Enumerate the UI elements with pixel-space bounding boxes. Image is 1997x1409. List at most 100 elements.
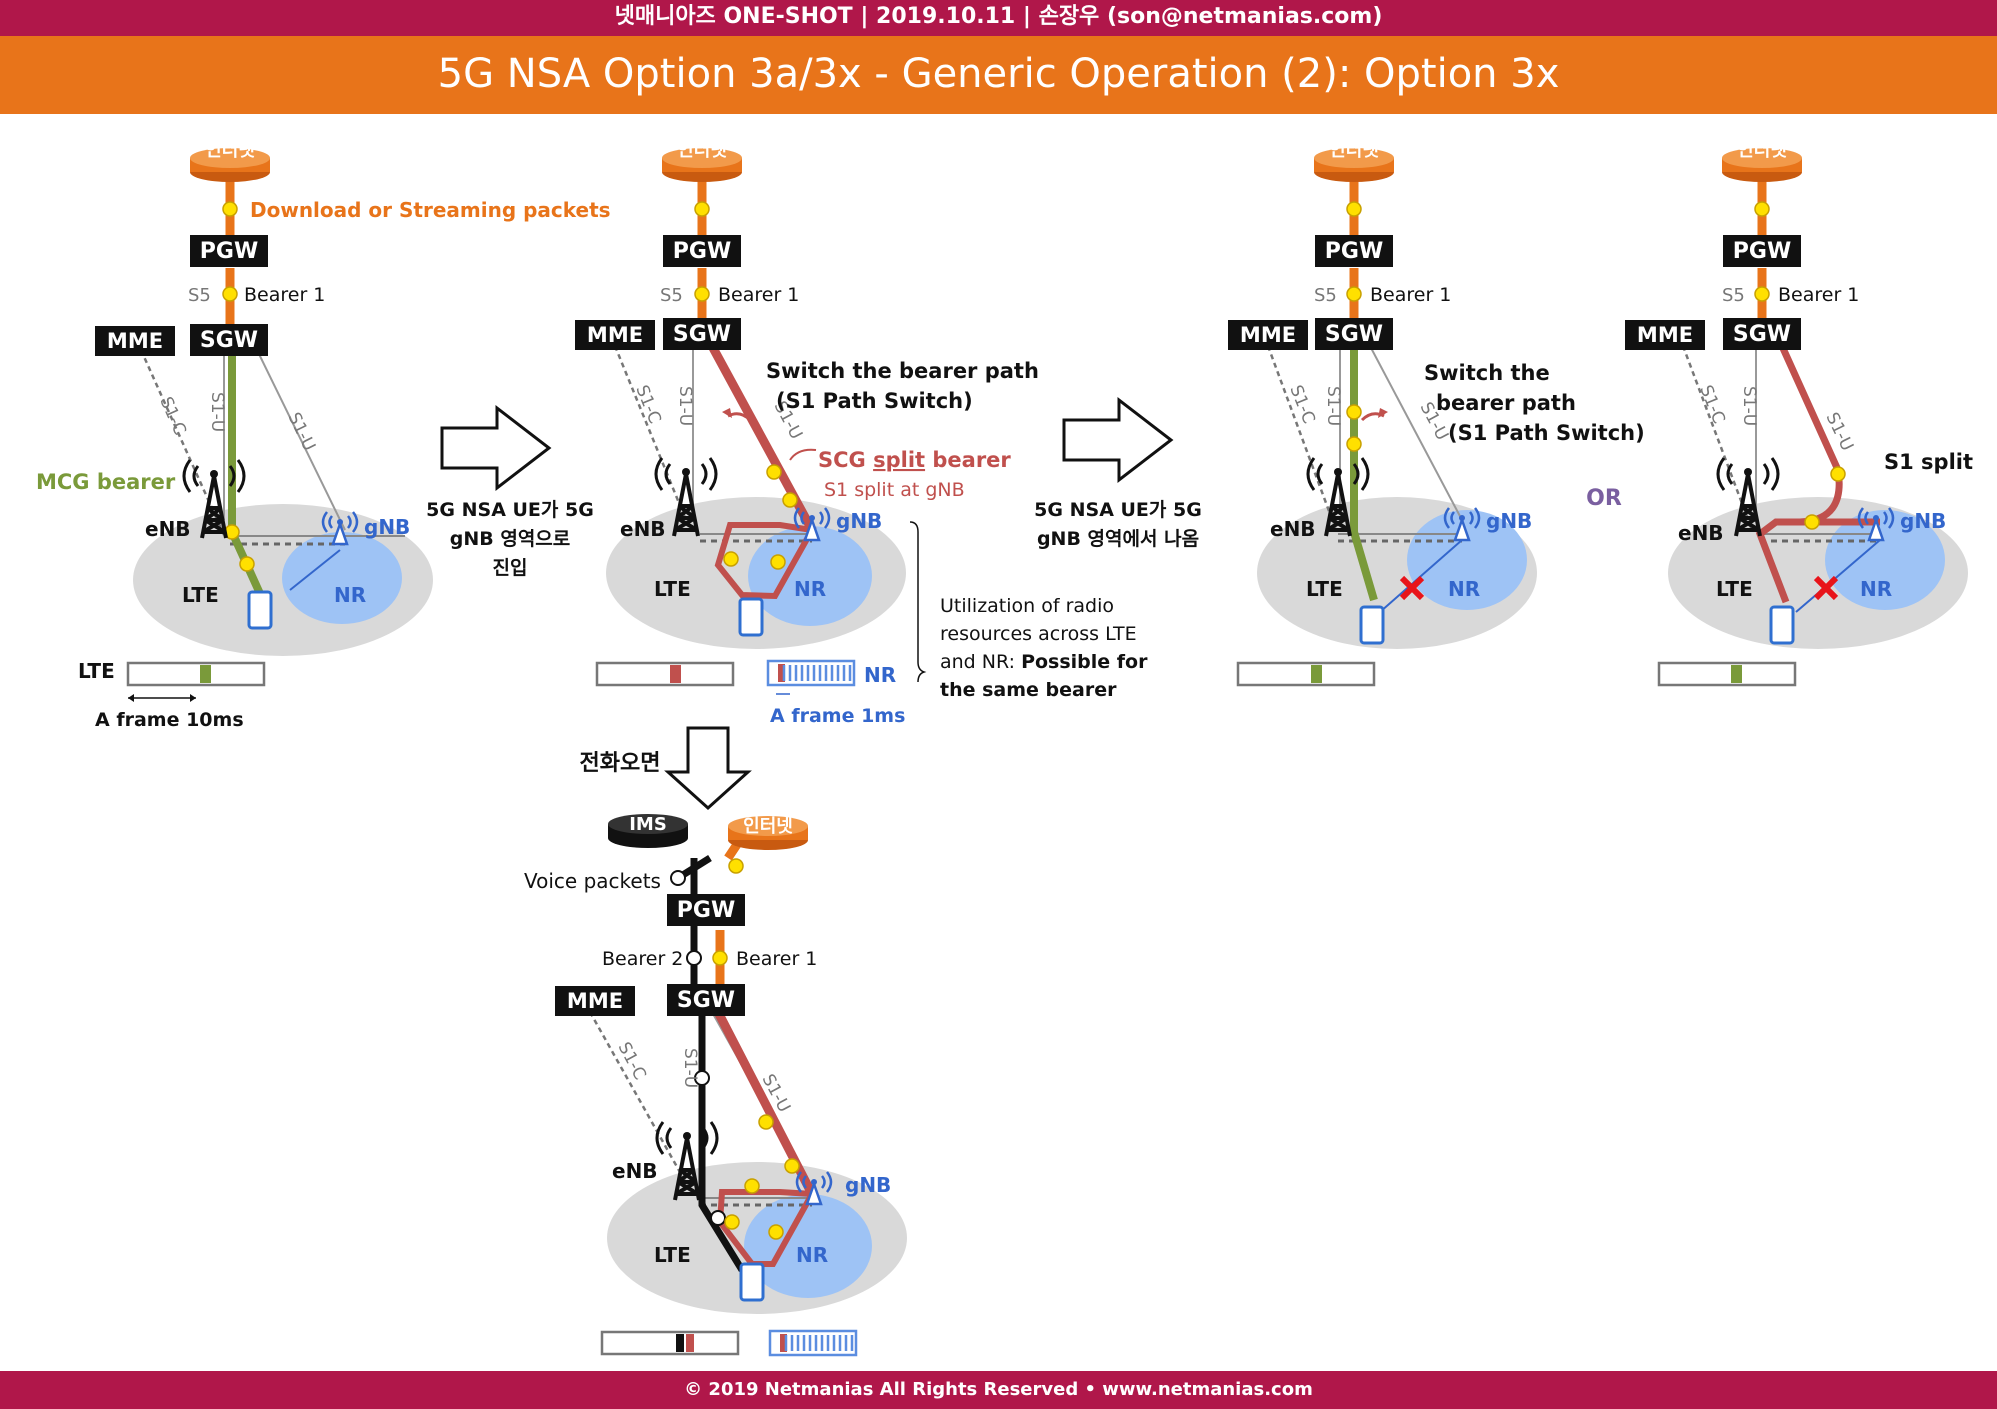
switch-path-1: Switch the bearer path: [766, 359, 1039, 383]
pgw-label: PGW: [673, 239, 731, 264]
pgw-label: PGW: [200, 239, 258, 264]
mme-label: MME: [107, 329, 163, 353]
voice-packets-label: Voice packets: [524, 869, 661, 893]
bearer2-label: Bearer 2: [602, 948, 683, 970]
enb-label: eNB: [620, 517, 666, 541]
nr-cell-label: NR: [1448, 577, 1480, 601]
panel-mcg-bearer: 인터넷 PGW SGW MME Download or Streaming pa…: [36, 140, 611, 731]
s1u-label-2: S1-U: [284, 409, 320, 454]
nr-frame-label: NR: [864, 663, 896, 687]
enb-label: eNB: [612, 1159, 658, 1183]
bearer1-label: Bearer 1: [718, 284, 799, 306]
lte-cell-label: LTE: [182, 583, 219, 607]
bearer1-label: Bearer 1: [244, 284, 325, 306]
pgw-label: PGW: [1733, 239, 1791, 264]
lte-frame-label: LTE: [78, 659, 115, 683]
panel-switch-back: 인터넷 PGW SGW MME S5 Bearer 1 S1-C S1-U S1…: [1228, 140, 1645, 687]
panel-scg-split-bearer: 인터넷 PGW SGW MME S5 Bearer 1 S1-C S1-U S1…: [575, 140, 1148, 727]
pgw-label: PGW: [1325, 239, 1383, 264]
lte-cell-label: LTE: [1306, 577, 1343, 601]
nr-cell-label: NR: [796, 1243, 828, 1267]
s5-label: S5: [1314, 285, 1337, 306]
s1c-label: S1-C: [155, 394, 189, 438]
page-title: 5G NSA Option 3a/3x - Generic Operation …: [0, 36, 1997, 114]
disconnect-x-icon: [1399, 575, 1425, 601]
switch-the-label: Switch the: [1424, 361, 1550, 385]
gnb-label: gNB: [1486, 509, 1532, 533]
pgw-label: PGW: [677, 898, 735, 923]
internet-label: 인터넷: [743, 816, 793, 837]
download-label: Download or Streaming packets: [250, 198, 611, 222]
sgw-label: SGW: [1325, 322, 1383, 347]
mme-label: MME: [587, 323, 643, 347]
mcg-bearer-label: MCG bearer: [36, 470, 176, 494]
s1u-label-1: S1-U: [1323, 386, 1343, 426]
arrow-leave-nr: 5G NSA UE가 5G gNB 영역에서 나옴: [1034, 396, 1202, 550]
lte-cell-label: LTE: [654, 1243, 691, 1267]
mme-label: MME: [1240, 323, 1296, 347]
s1-path-switch-label: (S1 Path Switch): [1448, 421, 1645, 445]
call-in-label: 전화오면: [580, 751, 661, 776]
s1c-label: S1-C: [1695, 382, 1728, 426]
internet-label: 인터넷: [1737, 140, 1787, 161]
disconnect-x-icon: [1813, 575, 1839, 601]
or-label: OR: [1586, 486, 1622, 511]
s1u-label-1: S1-U: [1739, 386, 1759, 426]
nr-cell-label: NR: [334, 583, 366, 607]
gnb-label: gNB: [364, 515, 410, 539]
s1-split-label: S1 split: [1884, 450, 1973, 474]
s1u-label-1: S1-U: [675, 386, 695, 426]
s1u-label-1: S1-U: [207, 392, 227, 432]
leave-nr-text-2: gNB 영역에서 나옴: [1037, 528, 1199, 550]
bearer-path-label: bearer path: [1436, 391, 1576, 415]
enb-label: eNB: [1270, 517, 1316, 541]
s1c-label: S1-C: [1285, 382, 1318, 426]
mme-label: MME: [1637, 323, 1693, 347]
footer: © 2019 Netmanias All Rights Reserved • w…: [0, 1371, 1997, 1409]
top-banner: 넷매니아즈 ONE-SHOT | 2019.10.11 | 손장우 (son@n…: [0, 0, 1997, 36]
arrow-enter-nr: 5G NSA UE가 5G gNB 영역으로 진입: [426, 404, 594, 579]
sgw-label: SGW: [673, 322, 731, 347]
sgw-label: SGW: [200, 328, 258, 353]
enter-nr-text-2: gNB 영역으로: [450, 528, 571, 550]
arrow-call-in: 전화오면: [580, 726, 752, 811]
bearer1-label: Bearer 1: [1778, 284, 1859, 306]
panel-s1-split: 인터넷 PGW SGW MME S5 Bearer 1 S1-C S1-U S1…: [1625, 140, 1973, 687]
ims-label: IMS: [629, 814, 667, 835]
s5-label: S5: [188, 285, 211, 306]
enter-nr-text-1: 5G NSA UE가 5G: [426, 499, 594, 521]
bearer1-label: Bearer 1: [1370, 284, 1451, 306]
util-text-3: and NR: Possible for: [940, 651, 1148, 673]
internet-label: 인터넷: [205, 140, 255, 161]
internet-label: 인터넷: [1329, 140, 1379, 161]
enb-label: eNB: [145, 517, 191, 541]
nr-cell-label: NR: [794, 577, 826, 601]
util-text-2: resources across LTE: [940, 623, 1137, 645]
internet-label: 인터넷: [677, 140, 727, 161]
frame-10ms-label: A frame 10ms: [95, 709, 244, 731]
s5-label: S5: [1722, 285, 1745, 306]
panel-voice-and-data: IMS 인터넷 Voice packets PGW SGW MME Bearer…: [524, 814, 907, 1357]
switch-path-2: (S1 Path Switch): [776, 389, 973, 413]
s1u-label-1: S1-U: [680, 1048, 700, 1088]
option-3x-diagram: 인터넷 PGW SGW MME Download or Streaming pa…: [36, 140, 1973, 1357]
bearer1-label: Bearer 1: [736, 948, 817, 970]
mme-label: MME: [567, 989, 623, 1013]
s1c-label: S1-C: [631, 382, 664, 426]
gnb-label: gNB: [836, 509, 882, 533]
lte-cell-label: LTE: [654, 577, 691, 601]
enb-label: eNB: [1678, 521, 1724, 545]
lte-cell-label: LTE: [1716, 577, 1753, 601]
leave-nr-text-1: 5G NSA UE가 5G: [1034, 499, 1202, 521]
util-text-4: the same bearer: [940, 679, 1117, 701]
enter-nr-text-3: 진입: [493, 557, 528, 579]
gnb-label: gNB: [1900, 509, 1946, 533]
s5-label: S5: [660, 285, 683, 306]
sgw-label: SGW: [677, 988, 735, 1013]
nr-cell-label: NR: [1860, 577, 1892, 601]
gnb-label: gNB: [845, 1173, 891, 1197]
scg-split-bearer-label: SCG split bearer: [818, 448, 1011, 472]
s1-split-gnb-label: S1 split at gNB: [824, 479, 965, 501]
frame-1ms-label: A frame 1ms: [770, 705, 905, 727]
sgw-label: SGW: [1733, 322, 1791, 347]
